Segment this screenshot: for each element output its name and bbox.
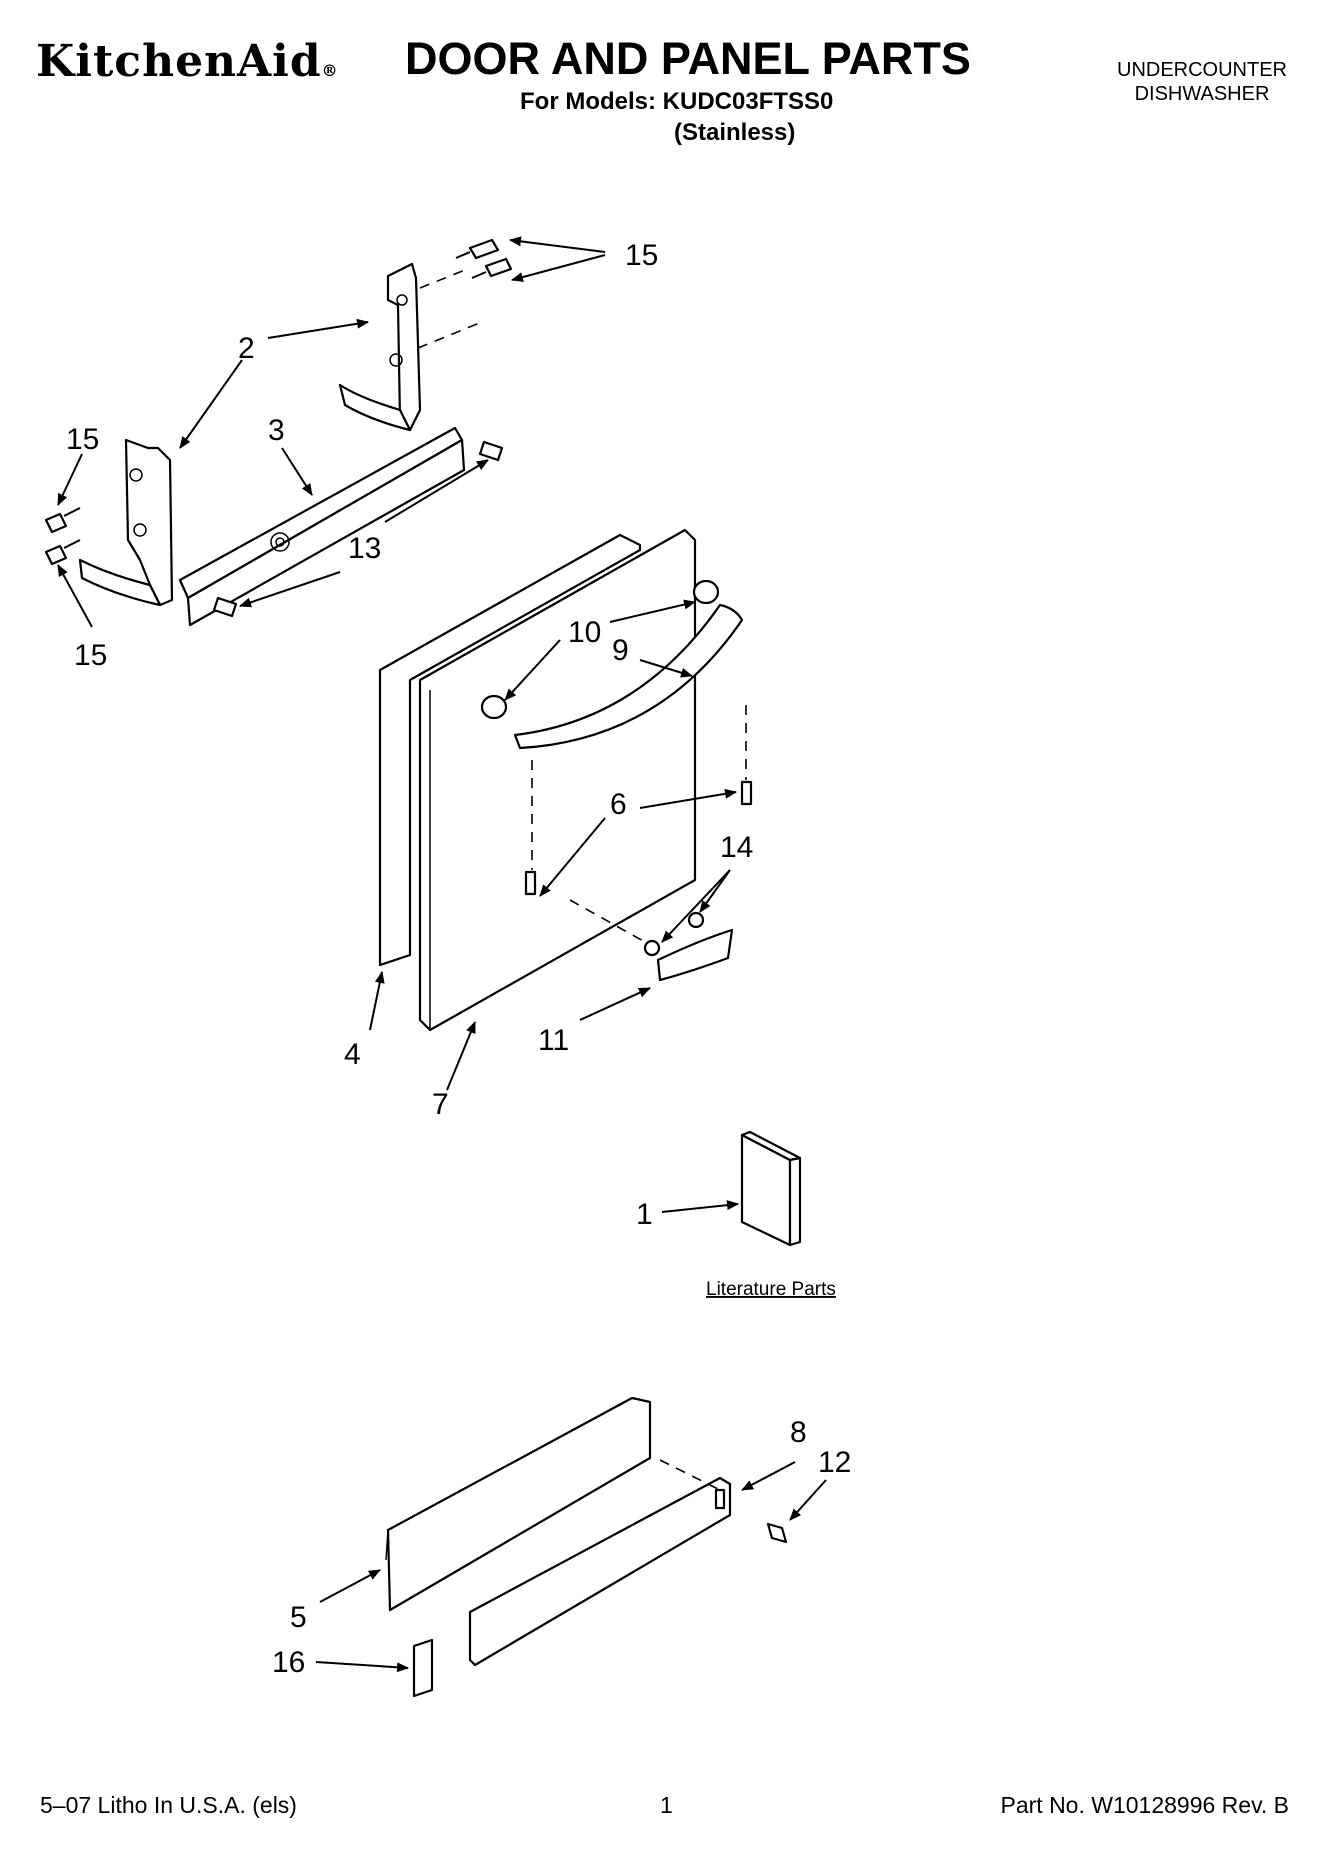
callout-11: 11 (538, 1024, 569, 1057)
brand-logo: KitchenAid® (36, 36, 339, 87)
hinge-bracket-right (338, 262, 483, 432)
callout-15: 15 (74, 639, 107, 672)
callout-13: 13 (348, 532, 381, 565)
screw-15-top-2 (471, 257, 513, 279)
callout-10: 10 (568, 616, 601, 649)
hinge-bracket-left (78, 438, 174, 607)
page-title: DOOR AND PANEL PARTS (405, 33, 971, 84)
toe-kick-extension (468, 1476, 732, 1667)
callout-12: 12 (818, 1446, 851, 1479)
appliance-category: UNDERCOUNTER DISHWASHER (1117, 58, 1287, 106)
literature-booklet (740, 1130, 802, 1247)
callout-15: 15 (625, 239, 658, 272)
callout-5: 5 (290, 1601, 307, 1634)
door-handle (513, 603, 744, 750)
page-number: 1 (660, 1792, 673, 1818)
category-line-1: UNDERCOUNTER (1117, 59, 1287, 81)
nut-right (687, 911, 705, 929)
screw-13-upper (478, 440, 504, 462)
callout-15: 15 (66, 423, 99, 456)
callout-4: 4 (344, 1038, 361, 1071)
callout-16: 16 (272, 1646, 305, 1679)
handle-spacer-right (692, 579, 720, 605)
callout-2: 2 (238, 332, 255, 365)
screw-13-lower (212, 596, 238, 618)
footer-print-info: 5–07 Litho In U.S.A. (els) (40, 1792, 297, 1818)
callout-8: 8 (790, 1416, 807, 1449)
models-line: For Models: KUDC03FTSS0 (520, 88, 834, 115)
support-rail (178, 426, 466, 627)
brand-name: KitchenAid (36, 36, 322, 87)
part-number: Part No. W10128996 Rev. B (1000, 1792, 1290, 1818)
category-line-2: DISHWASHER (1134, 83, 1270, 105)
leader-lines (57, 236, 827, 1673)
screw-15-left-2 (44, 539, 81, 566)
nut-left (643, 939, 661, 957)
screw-15-top-1 (455, 238, 500, 260)
screw-15-left-1 (44, 507, 81, 534)
door-panel (418, 528, 697, 1032)
toe-kick-panel (385, 1396, 652, 1612)
screw-12 (766, 1522, 788, 1544)
toe-kick-clip (412, 1638, 434, 1698)
callout-1: 1 (636, 1198, 653, 1231)
door-back-panel (378, 533, 642, 967)
stud-left (524, 870, 537, 896)
registered-mark: ® (321, 61, 339, 80)
callout-3: 3 (268, 414, 285, 447)
handle-spacer-left (480, 694, 508, 720)
callout-6: 6 (610, 788, 627, 821)
callout-7: 7 (432, 1088, 449, 1121)
literature-parts-label: Literature Parts (706, 1279, 836, 1300)
callout-9: 9 (612, 634, 629, 667)
stud-right (740, 780, 753, 806)
variant-line: (Stainless) (674, 119, 796, 146)
callout-14: 14 (720, 831, 753, 864)
bottom-trim (656, 928, 734, 982)
